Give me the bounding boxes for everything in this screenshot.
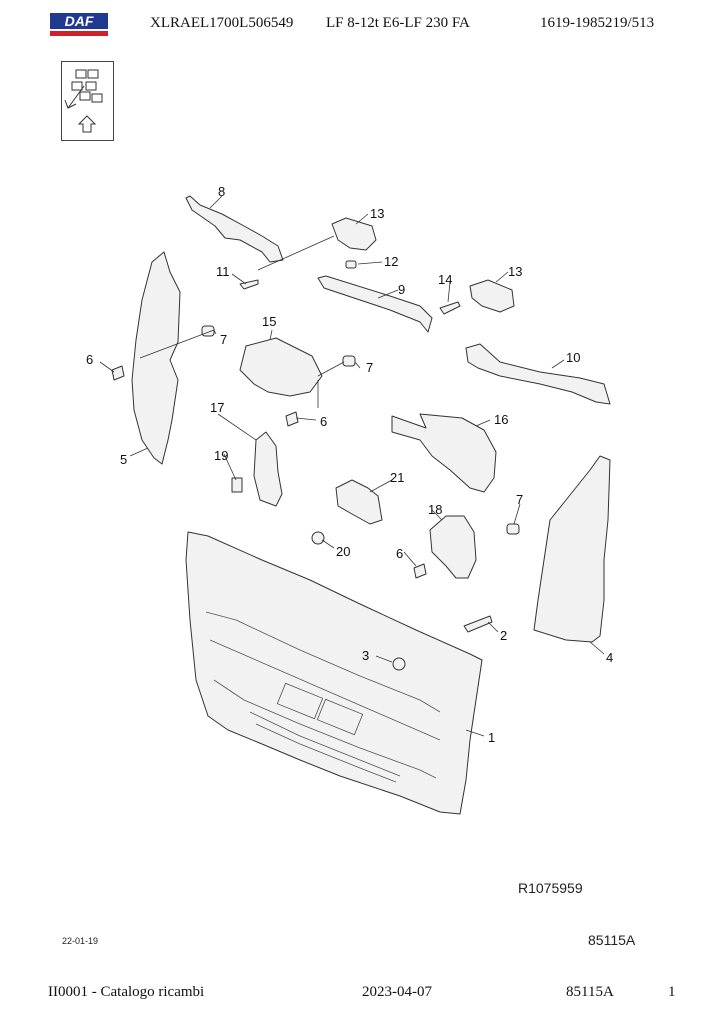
daf-logo: DAF — [50, 13, 108, 36]
callout-19[interactable]: 19 — [214, 448, 228, 463]
callout-1[interactable]: 1 — [488, 730, 495, 745]
part-16-bracket — [391, 413, 497, 493]
part-11-screw — [239, 279, 259, 290]
part-13-right — [469, 279, 515, 313]
navigation-thumbnail[interactable] — [61, 61, 114, 141]
callout-4[interactable]: 4 — [606, 650, 613, 665]
callout-13-upper[interactable]: 13 — [370, 206, 384, 221]
part-21-bracket — [335, 479, 383, 525]
callout-6-right[interactable]: 6 — [396, 546, 403, 561]
callout-11[interactable]: 11 — [216, 264, 230, 279]
chassis-number: XLRAEL1700L506549 — [150, 15, 294, 31]
callout-12[interactable]: 12 — [384, 254, 398, 269]
callout-16[interactable]: 16 — [494, 412, 508, 427]
callout-7-right[interactable]: 7 — [516, 492, 523, 507]
part-18-bracket — [429, 515, 477, 579]
catalog-reference: 1619-1985219/513 — [540, 15, 655, 31]
callout-21[interactable]: 21 — [390, 470, 404, 485]
callout-6-left[interactable]: 6 — [86, 352, 93, 367]
callout-13-right[interactable]: 13 — [508, 264, 522, 279]
callout-15[interactable]: 15 — [262, 314, 276, 329]
svg-text:DAF: DAF — [65, 13, 94, 29]
footer-group: 85115A — [566, 984, 614, 1000]
callout-8[interactable]: 8 — [218, 184, 225, 199]
callout-17[interactable]: 17 — [210, 400, 224, 415]
part-7-nut-right — [506, 523, 520, 535]
callout-7-left[interactable]: 7 — [220, 332, 227, 347]
model-name: LF 8-12t E6-LF 230 FA — [326, 15, 470, 31]
callout-14[interactable]: 14 — [438, 272, 452, 287]
part-1-grille — [185, 531, 483, 815]
part-9-crossbar — [317, 275, 433, 333]
part-13-upper — [331, 217, 377, 251]
page-number: 1 — [668, 984, 676, 1000]
part-15-bracket — [239, 337, 323, 397]
part-10-crossbar — [465, 343, 611, 405]
arrow-up-icon — [64, 69, 103, 133]
callout-3[interactable]: 3 — [362, 648, 369, 663]
print-date: 2023-04-07 — [362, 984, 432, 1000]
part-6-screw-right — [413, 563, 427, 579]
part-19-plate — [231, 477, 243, 493]
callout-5[interactable]: 5 — [120, 452, 127, 467]
part-12-bolt — [345, 260, 357, 269]
catalog-name: II0001 - Catalogo ricambi — [48, 984, 205, 1000]
part-2-pin — [463, 615, 493, 633]
callout-2[interactable]: 2 — [500, 628, 507, 643]
part-5-left-bracket — [131, 251, 181, 465]
part-7-nut-middle — [342, 355, 356, 367]
callout-9[interactable]: 9 — [398, 282, 405, 297]
callout-10[interactable]: 10 — [566, 350, 580, 365]
part-14-screw — [439, 301, 461, 315]
part-3-clip — [392, 657, 406, 671]
part-6-screw-middle — [285, 411, 299, 427]
drawing-group: 85115A — [588, 932, 636, 948]
part-6-screw-left — [111, 365, 125, 381]
part-8-bracket — [185, 195, 284, 263]
callout-20[interactable]: 20 — [336, 544, 350, 559]
part-20-nut — [311, 531, 325, 545]
callout-18[interactable]: 18 — [428, 502, 442, 517]
drawing-date: 22-01-19 — [62, 936, 99, 946]
part-4-corner-panel — [533, 455, 611, 643]
part-17-bracket — [253, 431, 283, 507]
callout-6-middle[interactable]: 6 — [320, 414, 327, 429]
callout-7-middle[interactable]: 7 — [366, 360, 373, 375]
drawing-code: R1075959 — [518, 880, 583, 896]
